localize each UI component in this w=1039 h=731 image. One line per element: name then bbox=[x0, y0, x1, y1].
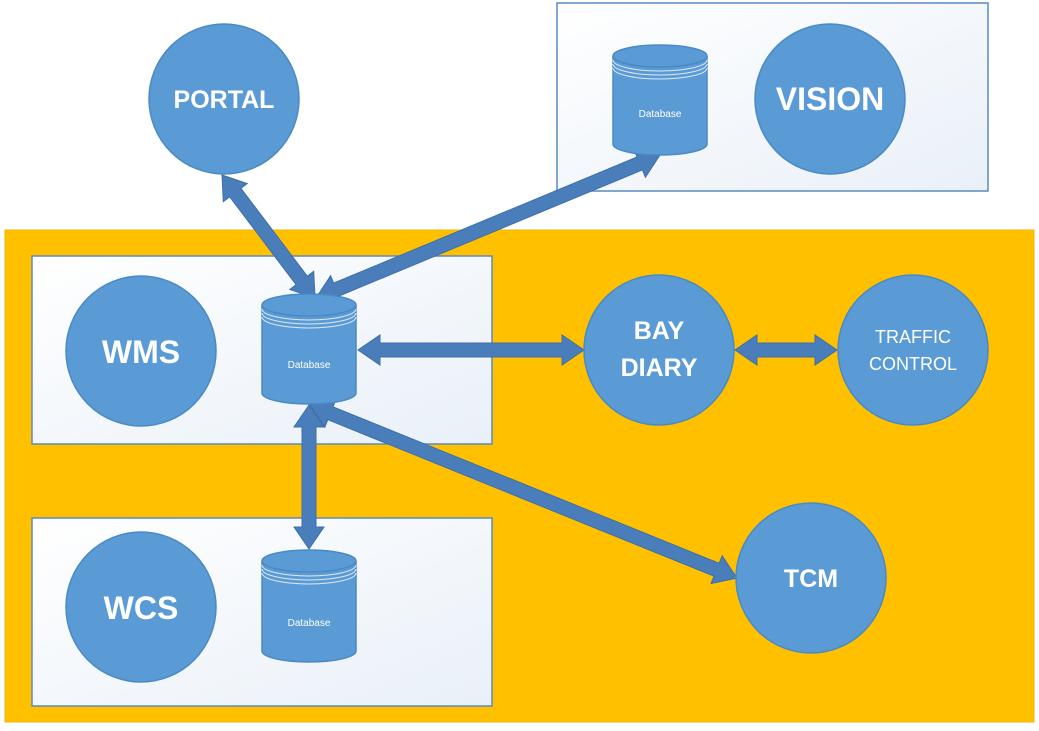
node-wms[interactable]: WMS bbox=[65, 275, 217, 427]
node-bay-diary-label-line2: DIARY bbox=[621, 354, 698, 382]
node-wcs[interactable]: WCS bbox=[65, 531, 217, 683]
node-bay-diary[interactable]: BAY DIARY bbox=[583, 274, 735, 426]
node-bay-diary-label-line1: BAY bbox=[634, 317, 685, 345]
node-portal[interactable]: PORTAL bbox=[148, 23, 300, 175]
node-wms-label: WMS bbox=[102, 334, 180, 370]
wms-database-label: Database bbox=[288, 360, 331, 371]
wcs-database-label: Database bbox=[288, 618, 331, 629]
node-tcm[interactable]: TCM bbox=[735, 502, 887, 654]
vision-database-icon[interactable]: Database bbox=[612, 44, 708, 156]
arrow-bay-diary-to-traffic-control bbox=[734, 334, 838, 366]
node-traffic-control[interactable]: TRAFFIC CONTROL bbox=[837, 274, 989, 426]
node-traffic-control-label-line1: TRAFFIC bbox=[875, 327, 951, 347]
wcs-database-icon[interactable]: Database bbox=[261, 549, 357, 663]
node-portal-label: PORTAL bbox=[174, 86, 275, 114]
wms-database-icon[interactable]: Database bbox=[261, 293, 357, 405]
node-traffic-control-label-line2: CONTROL bbox=[869, 354, 957, 374]
node-vision-label: VISION bbox=[776, 81, 884, 117]
vision-database-label: Database bbox=[639, 109, 682, 120]
node-tcm-label: TCM bbox=[784, 565, 838, 593]
connection-arrows bbox=[221, 148, 838, 585]
node-vision[interactable]: VISION bbox=[754, 23, 906, 175]
node-wcs-label: WCS bbox=[104, 590, 179, 626]
arrow-wms-db-to-wcs-db bbox=[293, 404, 325, 550]
